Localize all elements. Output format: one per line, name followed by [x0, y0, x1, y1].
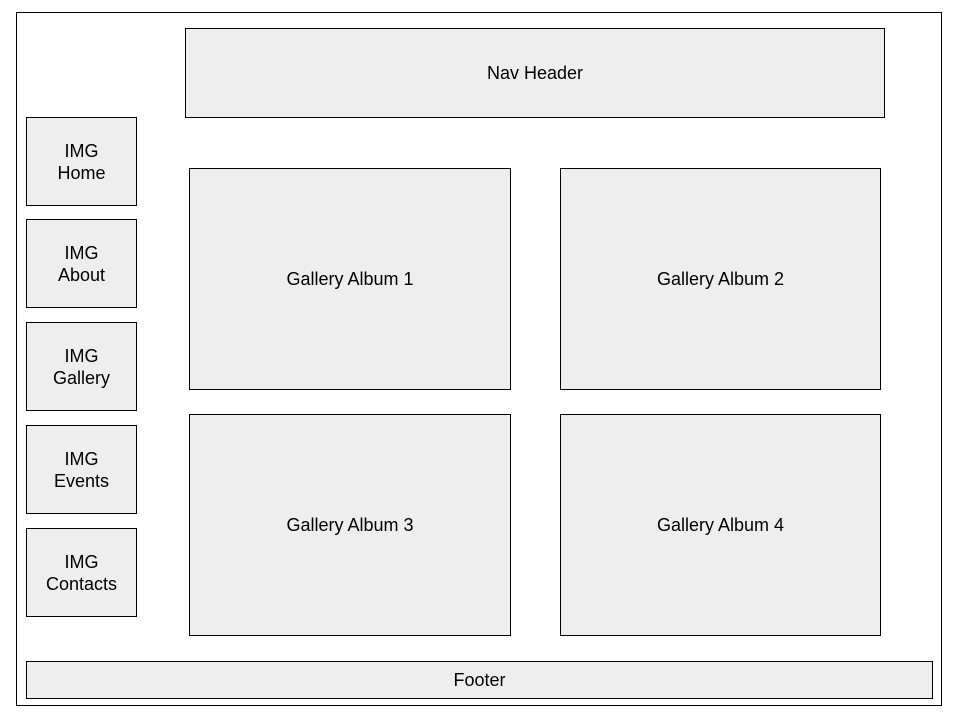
nav-header-label: Nav Header: [486, 63, 584, 83]
sidebar-item-img-label: IMG: [64, 448, 99, 469]
gallery-album-2[interactable]: Gallery Album 2: [560, 168, 881, 390]
sidebar-item-img-label: IMG: [64, 345, 99, 366]
gallery-album-label: Gallery Album 4: [656, 515, 785, 535]
gallery-album-label: Gallery Album 3: [286, 515, 414, 535]
gallery-album-1[interactable]: Gallery Album 1: [189, 168, 511, 390]
sidebar-item-label: About: [57, 264, 106, 285]
footer-label: Footer: [453, 670, 506, 690]
sidebar-item-about[interactable]: IMG About: [26, 219, 137, 308]
gallery-album-3[interactable]: Gallery Album 3: [189, 414, 511, 636]
sidebar-item-label: Events: [53, 470, 110, 491]
sidebar-item-label: Contacts: [45, 573, 118, 594]
sidebar-item-events[interactable]: IMG Events: [26, 425, 137, 514]
sidebar-item-img-label: IMG: [64, 551, 99, 572]
sidebar-item-label: Gallery: [52, 367, 110, 388]
gallery-album-label: Gallery Album 1: [286, 269, 414, 289]
sidebar-item-contacts[interactable]: IMG Contacts: [26, 528, 137, 617]
nav-header: Nav Header: [185, 28, 885, 118]
gallery-album-4[interactable]: Gallery Album 4: [560, 414, 881, 636]
sidebar-item-home[interactable]: IMG Home: [26, 117, 137, 206]
gallery-album-label: Gallery Album 2: [656, 269, 785, 289]
sidebar-item-label: Home: [57, 162, 106, 183]
sidebar-item-img-label: IMG: [64, 140, 99, 161]
footer: Footer: [26, 661, 933, 699]
sidebar-item-img-label: IMG: [64, 242, 99, 263]
sidebar-item-gallery[interactable]: IMG Gallery: [26, 322, 137, 411]
